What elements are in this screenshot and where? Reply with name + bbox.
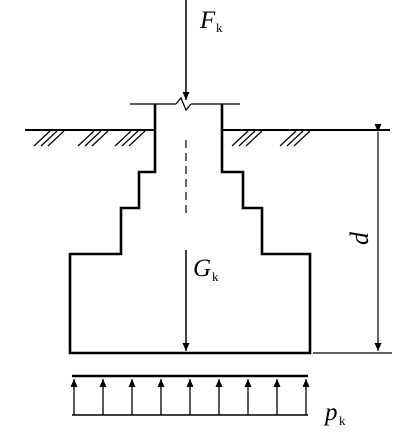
- pressure-arrows: [70, 379, 310, 415]
- foundation-outline: [68, 104, 312, 355]
- load-label: F: [199, 7, 216, 34]
- depth-label: d: [345, 231, 374, 245]
- load-subscript: k: [216, 20, 223, 35]
- weight-label: G: [193, 255, 211, 282]
- column-break-line: [130, 96, 240, 112]
- depth-dimension: [313, 124, 392, 354]
- weight-subscript: k: [212, 269, 219, 284]
- pressure-label: p: [323, 399, 338, 426]
- soil-hatching-right: [231, 130, 311, 147]
- soil-hatching-left: [33, 130, 146, 147]
- pressure-subscript: k: [339, 413, 346, 428]
- base-pressure-distribution: [70, 374, 310, 416]
